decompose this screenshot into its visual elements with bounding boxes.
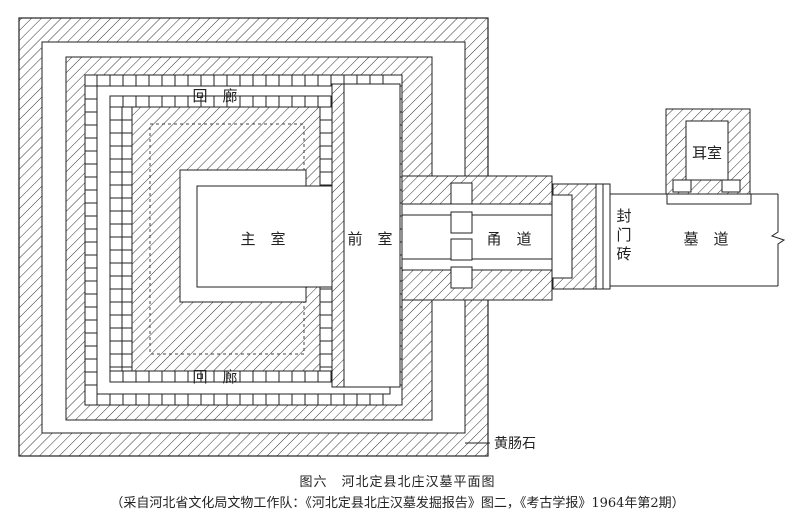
- break-line: [770, 194, 786, 286]
- corridor-bottom-label: 回 廊: [192, 368, 237, 386]
- tomb-passage-label: 墓 道: [683, 230, 728, 248]
- figure-caption: 图六 河北定县北庄汉墓平面图: [299, 475, 496, 490]
- sealing-brick-label-2: 门: [616, 226, 631, 244]
- main-chamber-label: 主 室: [240, 230, 285, 248]
- front-chamber-label: 前 室: [347, 230, 392, 248]
- passage-door-block: [450, 182, 473, 205]
- entrance-wall: [552, 183, 597, 290]
- ear-chamber-room: [685, 120, 729, 181]
- ear-chamber-label: 耳室: [692, 144, 722, 162]
- ear-chamber-plinth: [666, 193, 752, 205]
- front-chamber-room: [343, 83, 401, 388]
- passage-brick-bottom: [401, 258, 553, 271]
- passage-door-block: [450, 211, 473, 234]
- passage-floor: [401, 214, 553, 260]
- brick-course: [121, 106, 133, 372]
- ear-chamber-foot: [721, 179, 741, 193]
- front-chamber-wall: [331, 83, 345, 388]
- figure-source: （采自河北省文化局文物工作队：《河北定县北庄汉墓发掘报告》图二，《考古学报》19…: [110, 496, 685, 511]
- passage-door-block: [450, 238, 473, 261]
- sealing-brick-label-3: 砖: [616, 245, 631, 263]
- brick-course: [109, 106, 123, 372]
- passage-brick-top: [401, 203, 553, 216]
- yellow-stone-label: 黄肠石: [494, 435, 536, 452]
- ear-chamber-foot: [672, 179, 692, 193]
- corridor-top-label: 回 廊: [192, 87, 237, 105]
- passage-door-block: [450, 266, 473, 289]
- sealing-brick-label-1: 封: [616, 207, 631, 225]
- passage-label: 甬 道: [486, 230, 531, 248]
